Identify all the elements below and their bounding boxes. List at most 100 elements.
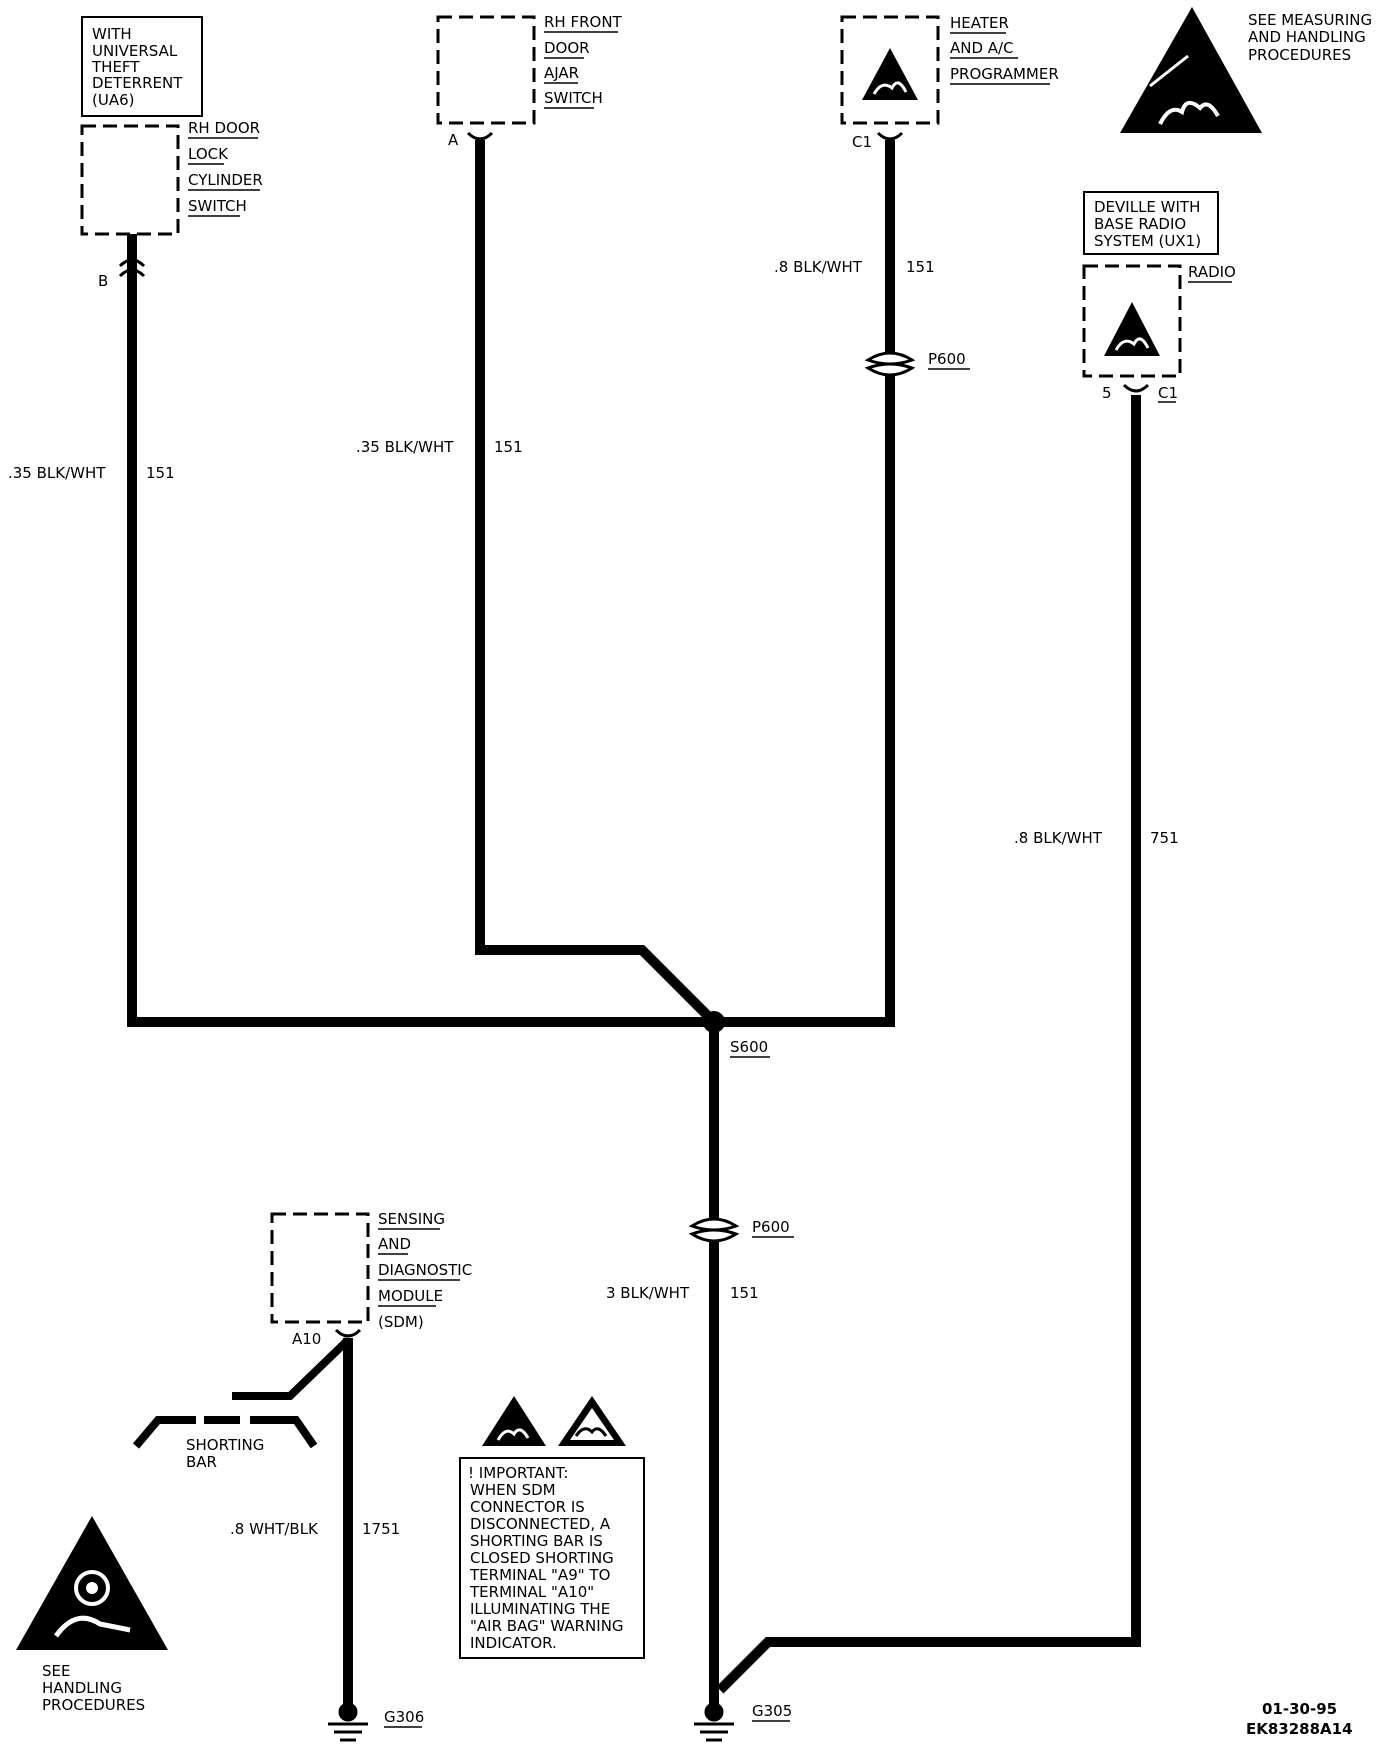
uts-note-line: THEFT [91, 58, 140, 76]
important-note-line: CLOSED SHORTING [470, 1549, 614, 1567]
esd-note-line: SEE MEASURING [1248, 11, 1372, 29]
deville-note-line: BASE RADIO [1094, 215, 1186, 233]
handling-note-line: SEE [42, 1662, 70, 1680]
ground-icon [694, 1702, 734, 1742]
rh-door-lock-label: SWITCH [188, 197, 247, 215]
pin-a-label: A [448, 131, 459, 149]
pin-connectors [118, 131, 1150, 1338]
important-note-box: ! IMPORTANT: WHEN SDM CONNECTOR IS DISCO… [459, 1457, 645, 1659]
sdm-label: DIAGNOSTIC [378, 1261, 472, 1279]
deville-note-line: SYSTEM (UX1) [1094, 232, 1201, 250]
important-note-line: INDICATOR. [470, 1634, 557, 1652]
wire-color-label: 3 BLK/WHT [606, 1284, 690, 1302]
footer-code: EK83288A14 [1246, 1720, 1353, 1738]
splice-s600-label: S600 [730, 1038, 768, 1056]
heater-ac-programmer: HEATER AND A/C PROGRAMMER [840, 14, 1059, 125]
pin-a10-label: A10 [292, 1330, 321, 1348]
important-note-line: ! IMPORTANT: [468, 1464, 568, 1482]
splice-s600-dot [703, 1011, 725, 1033]
shorting-bar-label: SHORTING [186, 1436, 264, 1454]
deville-note-line: DEVILLE WITH [1094, 198, 1200, 216]
radio-c1-label: C1 [1158, 384, 1178, 402]
ground-g306-label: G306 [384, 1708, 424, 1726]
deville-note-box: DEVILLE WITH BASE RADIO SYSTEM (UX1) [1083, 191, 1219, 255]
wire-circuit-label: 151 [906, 258, 935, 276]
handling-note-line: PROCEDURES [42, 1696, 145, 1714]
radio-box: RADIO [1082, 263, 1236, 378]
rh-front-door-ajar-switch: RH FRONT DOOR AJAR SWITCH [436, 13, 623, 125]
wire-network [127, 140, 1141, 1710]
heater-label: AND A/C [950, 39, 1014, 57]
heater-label: PROGRAMMER [950, 65, 1059, 83]
pin-b-label: B [98, 272, 108, 290]
wire-circuit-label: 151 [730, 1284, 759, 1302]
svg-text:THEFT: THEFT [91, 58, 140, 76]
wire-radio [716, 395, 1141, 1694]
wire-color-label: .35 BLK/WHT [356, 438, 454, 456]
shorting-bar-label: BAR [186, 1453, 217, 1471]
uts-note-line: DETERRENT [92, 74, 183, 92]
pin-c1-label: C1 [852, 133, 872, 151]
important-note-line: ILLUMINATING THE [470, 1600, 610, 1618]
sdm-label: (SDM) [378, 1313, 424, 1331]
rh-front-door-label: DOOR [544, 39, 590, 57]
wire-color-label: .8 BLK/WHT [774, 258, 863, 276]
important-note-line: SHORTING BAR IS [470, 1532, 603, 1550]
wire-door-ajar [475, 140, 718, 1026]
p600-connector-bottom [688, 1217, 740, 1243]
wire-color-label: .8 WHT/BLK [230, 1520, 319, 1538]
rh-door-lock-switch: RH DOOR LOCK CYLINDER SWITCH [80, 119, 263, 236]
sdm-module: SENSING AND DIAGNOSTIC MODULE (SDM) [270, 1210, 472, 1331]
rh-front-door-label: RH FRONT [544, 13, 623, 31]
rh-door-lock-label: RH DOOR [188, 119, 260, 137]
important-note-line: TERMINAL "A9" TO [469, 1566, 610, 1584]
wire-color-label: .8 BLK/WHT [1014, 829, 1103, 847]
uts-note-box: WITH UNIVERSAL THEFT DETERRENT (UA6) [81, 16, 203, 117]
ground-g305-label: G305 [752, 1702, 792, 1720]
esd-sensitive-icon [558, 1396, 626, 1446]
wire-circuit-label: 1751 [362, 1520, 400, 1538]
sdm-label: MODULE [378, 1287, 443, 1305]
footer-date: 01-30-95 [1262, 1700, 1337, 1718]
rh-door-lock-label: CYLINDER [188, 171, 263, 189]
esd-sensitive-icon [1104, 302, 1160, 356]
uts-note-line: WITH [92, 25, 132, 43]
svg-text:WITH: WITH [92, 25, 132, 43]
wire-circuit-label: 151 [146, 464, 175, 482]
esd-warning-icon [1120, 7, 1262, 133]
wire-color-label: .35 BLK/WHT [8, 464, 106, 482]
important-note-line: CONNECTOR IS [470, 1498, 585, 1516]
p600-label: P600 [752, 1218, 790, 1236]
p600-connector-top [864, 351, 916, 377]
wire-circuit-label: 151 [494, 438, 523, 456]
wire-heater [714, 140, 895, 1027]
p600-label: P600 [928, 350, 966, 368]
pin-5-label: 5 [1102, 384, 1112, 402]
heater-label: HEATER [950, 14, 1009, 32]
wire-circuit-label: 751 [1150, 829, 1179, 847]
sdm-label: AND [378, 1235, 411, 1253]
svg-text:DETERRENT: DETERRENT [92, 74, 183, 92]
radio-label: RADIO [1188, 263, 1236, 281]
important-note-line: DISCONNECTED, A [470, 1515, 611, 1533]
handling-note-line: HANDLING [42, 1679, 122, 1697]
important-note-line: TERMINAL "A10" [469, 1583, 594, 1601]
rh-front-door-label: SWITCH [544, 89, 603, 107]
rh-front-door-label: AJAR [544, 64, 579, 82]
wire-lock-switch [127, 234, 714, 1027]
important-note-line: "AIR BAG" WARNING [470, 1617, 624, 1635]
uts-note-line: UNIVERSAL [92, 42, 178, 60]
svg-text:UNIVERSAL: UNIVERSAL [92, 42, 178, 60]
sdm-label: SENSING [378, 1210, 445, 1228]
esd-sensitive-icon [862, 48, 918, 100]
rh-door-lock-label: LOCK [188, 145, 229, 163]
ground-icon [328, 1702, 368, 1742]
esd-note-line: AND HANDLING [1248, 28, 1366, 46]
esd-sensitive-icon [482, 1396, 546, 1446]
important-note-line: WHEN SDM [470, 1481, 556, 1499]
airbag-warning-icon [16, 1516, 168, 1650]
esd-note-line: PROCEDURES [1248, 46, 1351, 64]
uts-note-line: (UA6) [92, 91, 135, 109]
shorting-bar [132, 1337, 351, 1449]
